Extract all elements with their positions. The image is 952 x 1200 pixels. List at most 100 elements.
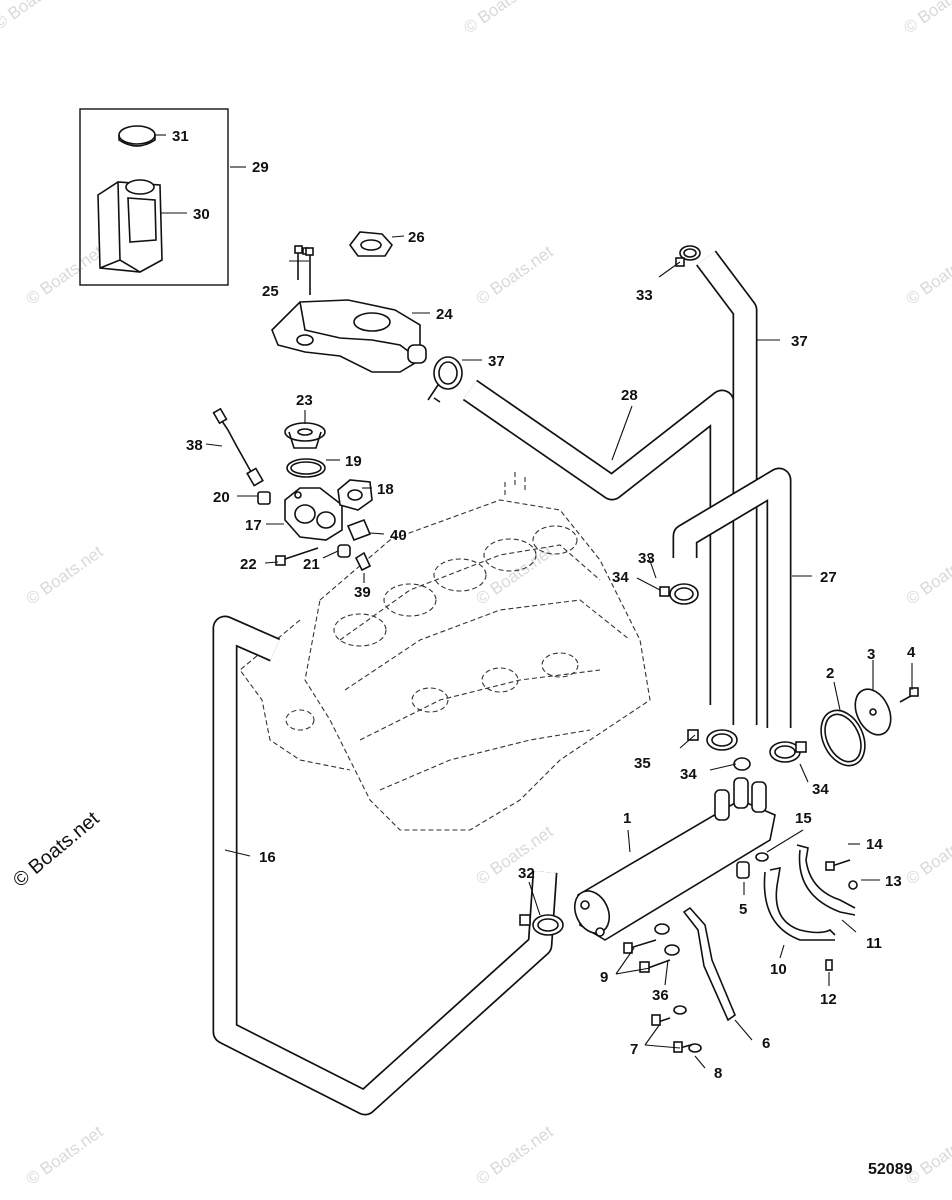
callout-9: 9: [600, 969, 608, 986]
end-cap-bolt-icon: [899, 687, 919, 703]
hose-27: [672, 467, 792, 728]
reservoir-cap-icon: [118, 125, 156, 147]
gasket-18-icon: [337, 479, 373, 511]
watermark: © Boats.net: [903, 542, 952, 609]
callout-8: 8: [714, 1065, 722, 1082]
callout-5: 5: [739, 901, 747, 918]
hose-clamp-35-icon: [687, 729, 738, 751]
callout-20: 20: [213, 489, 230, 506]
callout-17: 17: [245, 517, 262, 534]
callout-6: 6: [762, 1035, 770, 1052]
thermostat-housing-icon: [271, 299, 427, 373]
callout-16: 16: [259, 849, 276, 866]
watermark-large: © Boats.net: [9, 807, 104, 891]
water-housing-icon: [284, 487, 343, 541]
hose-clamp-32-icon: [519, 914, 564, 936]
callout-12: 12: [820, 991, 837, 1008]
callout-7: 7: [630, 1041, 638, 1058]
callout-18: 18: [377, 481, 394, 498]
fitting-40-icon: [346, 518, 372, 542]
callout-29: 29: [252, 159, 269, 176]
callout-25: 25: [262, 283, 279, 300]
callout-34-right: 34: [812, 781, 829, 798]
callout-11: 11: [866, 935, 882, 952]
callout-21: 21: [303, 556, 320, 573]
callout-40: 40: [390, 527, 407, 544]
strap-11-icon: [796, 844, 856, 916]
watermark: © Boats.net: [473, 542, 557, 609]
watermark: © Boats.net: [903, 242, 952, 309]
heat-exchanger-icon: [573, 777, 776, 941]
end-cap-icon: [854, 688, 892, 736]
hose-clamp-34-right-icon: [769, 741, 807, 763]
watermark: © Boats.net: [23, 242, 107, 309]
strap-10-icon: [763, 866, 836, 941]
callout-30: 30: [193, 206, 210, 223]
fitting-21-icon: [337, 544, 351, 558]
callout-35: 35: [634, 755, 651, 772]
callout-37-upper: 37: [488, 353, 505, 370]
bolt-14-icon: [825, 859, 851, 871]
callout-38: 38: [186, 437, 203, 454]
callout-34-left: 34: [680, 766, 697, 783]
callout-24: 24: [436, 306, 453, 323]
callout-labels: 31 29 30 26 25 24 37 23 38 19 18 20 17 4…: [172, 128, 916, 1082]
callout-37-right: 37: [791, 333, 808, 350]
temperature-sender-wire-icon: [212, 407, 264, 487]
thermostat-icon: [284, 422, 326, 449]
hose-clamp-37-icon: [427, 356, 463, 403]
callout-15: 15: [795, 810, 812, 827]
hose-clamp-33-top-icon: [675, 245, 701, 267]
watermark: © Boats.net: [900, 0, 952, 37]
gasket-26-icon: [349, 231, 394, 257]
callout-36: 36: [652, 987, 669, 1004]
bolt-22-icon: [275, 547, 319, 566]
watermark: © Boats.net: [23, 1122, 107, 1189]
callout-1: 1: [623, 810, 631, 827]
bolt-25-icon: [294, 245, 314, 295]
o-ring-icon: [286, 458, 326, 478]
sensor-39-icon: [354, 551, 372, 572]
callout-33-top: 33: [636, 287, 653, 304]
callout-27: 27: [820, 569, 837, 586]
leader-lines: [155, 134, 913, 1069]
engine-block-outline: [239, 470, 651, 831]
hose-28: [462, 379, 735, 705]
callout-4: 4: [907, 644, 916, 661]
watermark: © Boats.net: [903, 822, 952, 889]
callout-34-mid: 34: [612, 569, 629, 586]
watermark: © Boats.net: [903, 1122, 952, 1189]
end-cap-gasket-icon: [820, 709, 866, 767]
callout-32: 32: [518, 865, 535, 882]
reservoir-kit-box: [79, 108, 229, 286]
coolant-reservoir-icon: [97, 179, 163, 273]
watermark: © Boats.net: [23, 542, 107, 609]
drawing-number: 52089: [868, 1161, 913, 1178]
callout-28: 28: [621, 387, 638, 404]
callout-33-mid: 33: [638, 550, 655, 567]
watermark: © Boats.net: [460, 0, 544, 37]
callout-23: 23: [296, 392, 313, 409]
plug-20-icon: [257, 491, 271, 505]
washer-15-icon: [755, 852, 769, 862]
callout-3: 3: [867, 646, 875, 663]
bolts-9-icon: [623, 939, 671, 973]
watermark: © Boats.net: [473, 242, 557, 309]
callout-39: 39: [354, 584, 371, 601]
bracket-6-icon: [682, 906, 736, 1022]
callout-26: 26: [408, 229, 425, 246]
washers-36-icon: [654, 923, 680, 956]
callout-13: 13: [885, 873, 902, 890]
washers-8-icon: [673, 1005, 702, 1053]
callout-10: 10: [770, 961, 787, 978]
watermark: © Boats.net: [0, 0, 74, 33]
callout-19: 19: [345, 453, 362, 470]
callout-31: 31: [172, 128, 189, 145]
callout-2: 2: [826, 665, 834, 682]
hose-37-long: [696, 250, 758, 725]
hose-clamp-33-mid-icon: [659, 583, 699, 605]
fitting-5-icon: [736, 861, 750, 879]
callout-14: 14: [866, 836, 883, 853]
hose-clamp-34-left-icon: [733, 757, 751, 771]
